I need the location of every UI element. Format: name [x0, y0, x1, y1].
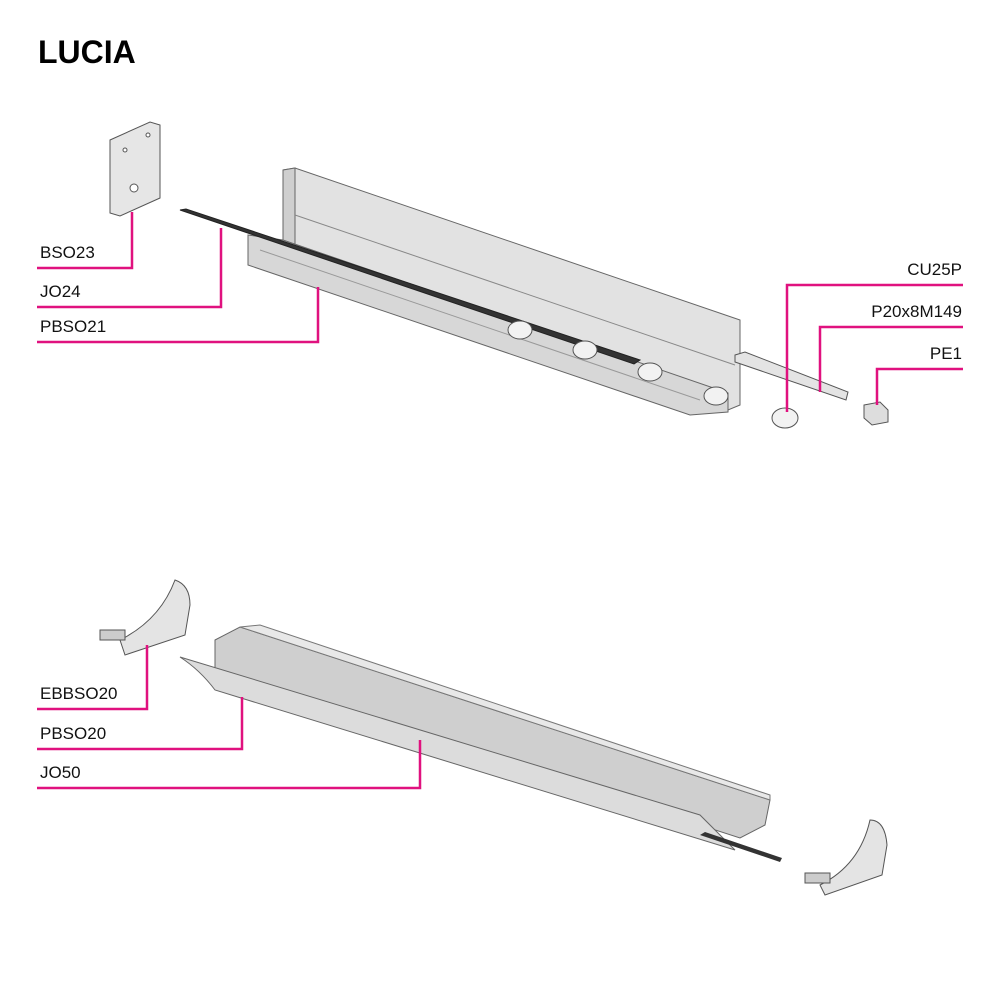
label-p20x8m149: P20x8M149 — [871, 302, 962, 321]
label-bso23: BSO23 — [40, 243, 95, 262]
label-pbso21: PBSO21 — [40, 317, 107, 336]
endcap-pe1 — [863, 401, 889, 426]
bracket-plate-bso23 — [109, 121, 161, 217]
label-cu25p: CU25P — [907, 260, 962, 279]
profile-pbso21 — [247, 167, 741, 416]
cassette-pbso20 — [214, 624, 771, 839]
label-pe1: PE1 — [929, 344, 962, 363]
carrier-cu25p — [771, 407, 799, 429]
cover-jo50 — [179, 656, 782, 862]
label-jo50: JO50 — [40, 763, 81, 782]
leader-lines — [37, 212, 963, 790]
carriers — [507, 320, 729, 406]
page-title: LUCIA — [38, 34, 136, 70]
endbracket-ebbso20-left — [99, 579, 191, 656]
label-jo24: JO24 — [40, 282, 81, 301]
label-ebbso20: EBBSO20 — [40, 684, 118, 703]
bar-p20x8m149 — [734, 351, 849, 401]
endbracket-ebbso20-right — [804, 819, 888, 896]
label-pbso20: PBSO20 — [40, 724, 107, 743]
